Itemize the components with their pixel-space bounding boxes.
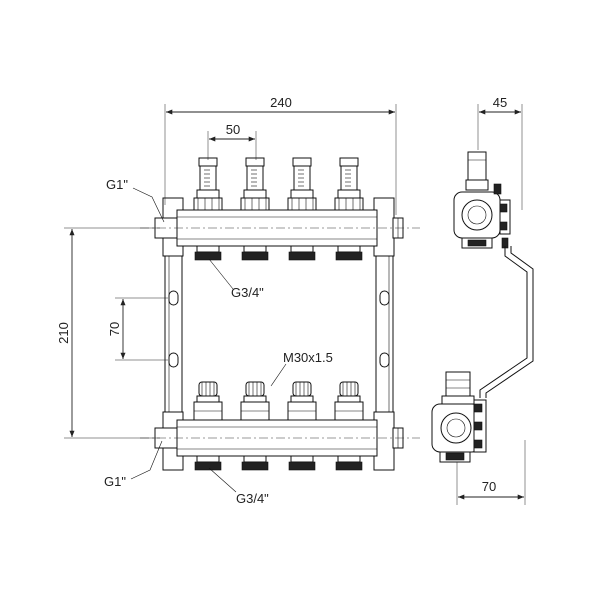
dim-45-label: 45	[493, 95, 507, 110]
flow-meter	[287, 157, 317, 211]
outlet-threads-top	[194, 245, 363, 261]
callout-inlet-top: G1"	[106, 177, 165, 223]
dimension-overall-width: 240	[164, 95, 397, 215]
dim-210-label: 210	[56, 322, 71, 344]
outlet-thread	[288, 245, 316, 261]
dimension-side-depth: 45	[477, 95, 523, 210]
outlet-threads-bottom	[194, 455, 363, 471]
label-g1-bottom: G1"	[104, 474, 126, 489]
flow-meters	[193, 157, 364, 211]
label-m30: M30x1.5	[283, 350, 333, 365]
valve-head	[240, 381, 270, 421]
dim-70-hole-label: 70	[107, 322, 122, 336]
outlet-thread	[241, 455, 269, 471]
callout-outlet-bottom: G3/4"	[208, 467, 269, 506]
outlet-thread	[335, 455, 363, 471]
outlet-thread	[288, 455, 316, 471]
dim-240-label: 240	[270, 95, 292, 110]
label-g34-top: G3/4"	[231, 285, 264, 300]
outlet-thread	[194, 245, 222, 261]
dimension-hole-spacing: 70	[107, 297, 168, 361]
flow-meter	[334, 157, 364, 211]
label-g1-top: G1"	[106, 177, 128, 192]
valve-heads	[193, 381, 364, 421]
flow-meter	[193, 157, 223, 211]
side-top-assembly	[453, 151, 534, 398]
valve-head	[193, 381, 223, 421]
front-view: 240 50 210 70 G1" G	[56, 95, 420, 506]
callout-outlet-top: G3/4"	[208, 258, 264, 300]
valve-head	[334, 381, 364, 421]
flow-meter	[240, 157, 270, 211]
callout-inlet-bottom: G1"	[104, 440, 163, 489]
outlet-thread	[194, 455, 222, 471]
label-g34-bottom: G3/4"	[236, 491, 269, 506]
dim-70-bottom-label: 70	[482, 479, 496, 494]
side-bottom-assembly	[431, 371, 487, 463]
outlet-thread	[241, 245, 269, 261]
dimension-bracket-height: 210	[56, 227, 160, 439]
valve-head	[287, 381, 317, 421]
outlet-thread	[335, 245, 363, 261]
dimension-outlet-spacing: 50	[207, 122, 257, 160]
dim-50-label: 50	[226, 122, 240, 137]
side-view: 45	[431, 95, 534, 505]
dimension-bottom-depth: 70	[456, 440, 526, 505]
callout-valve-thread: M30x1.5	[270, 350, 333, 387]
